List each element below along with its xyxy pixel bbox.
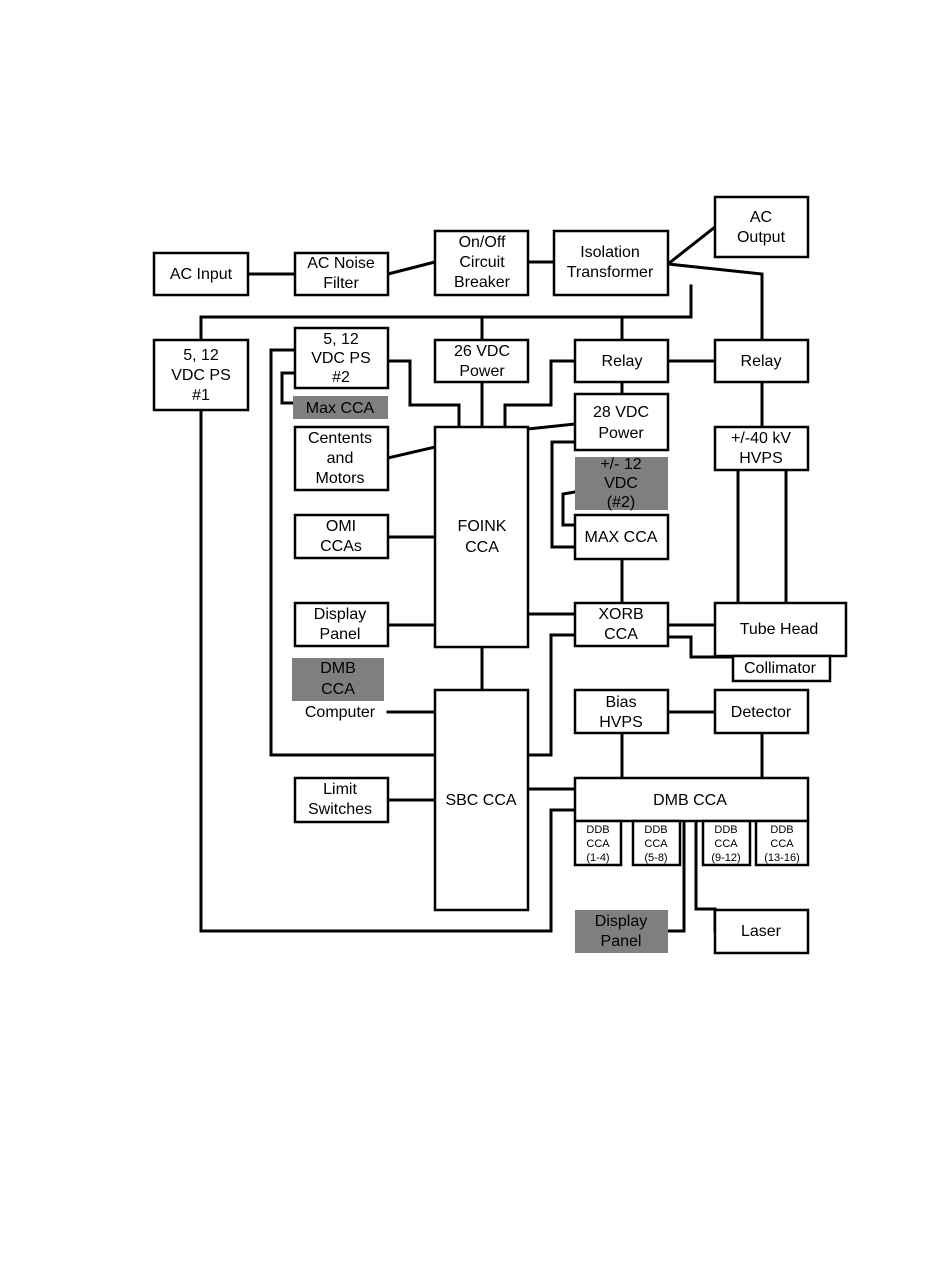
omi-box — [293, 513, 390, 560]
sbc-box — [433, 688, 530, 912]
wire-computer-bus-left — [269, 348, 437, 757]
ddb1-box — [573, 819, 623, 867]
collimator-box — [731, 654, 832, 683]
pm12-gray-box — [575, 457, 668, 510]
limit-switches-box — [293, 776, 390, 824]
relay2-box — [713, 338, 810, 384]
detector-box — [713, 688, 810, 735]
on-off-breaker-box — [433, 229, 530, 297]
wire-ps1-dmb — [199, 408, 577, 933]
detector-label: Detector — [731, 704, 792, 721]
vdc28-box — [573, 392, 670, 452]
ps2-box — [293, 326, 390, 390]
collimator-label: Collimator — [744, 660, 817, 677]
wire-ps2-foink — [386, 359, 461, 429]
wire-transformer-acoutput — [665, 224, 718, 267]
centents-box — [293, 425, 390, 492]
computer-label: Computer — [305, 704, 376, 721]
laser-box — [713, 908, 810, 955]
xorb-box — [573, 601, 670, 648]
wire-xorb-sbc — [526, 633, 577, 757]
foink-box — [433, 425, 530, 649]
wire-28vdc-foink — [526, 422, 577, 431]
ddb2-box — [631, 819, 682, 867]
ac-output-box — [713, 195, 810, 259]
sbc-label: SBC CCA — [445, 792, 516, 809]
tube-head-box — [713, 601, 848, 658]
wire-dmb-display2 — [666, 819, 686, 933]
ddb4-box — [754, 819, 810, 867]
blocks — [152, 195, 848, 955]
ac-input-box — [152, 251, 250, 297]
relay1-label: Relay — [602, 353, 643, 370]
wire-28vdc-maxcca — [550, 440, 577, 549]
ps1-box — [152, 338, 250, 412]
display-panel1-box — [293, 601, 390, 648]
laser-label: Laser — [741, 923, 782, 940]
dmb-box — [573, 776, 810, 823]
wire-xorb-collimator — [666, 635, 735, 659]
wire-filter-breaker — [386, 260, 437, 276]
wire-centents-foink — [386, 445, 437, 460]
wire-ps2-maxcca-loop — [280, 371, 297, 405]
relay2-label: Relay — [741, 353, 782, 370]
tube-head-label: Tube Head — [740, 621, 819, 638]
hvps40-box — [713, 425, 810, 472]
relay1-box — [573, 338, 670, 384]
ac-input-label: AC Input — [170, 266, 233, 283]
max-cca-label: MAX CCA — [585, 529, 658, 546]
ac-noise-filter-box — [293, 251, 390, 297]
max-cca-gray-box — [293, 396, 388, 419]
max-cca-box — [573, 513, 670, 561]
wire-main-bus — [199, 284, 693, 342]
vdc26-box — [433, 338, 530, 384]
isolation-transformer-box — [552, 229, 670, 297]
wire-relay1-foink — [503, 359, 577, 429]
display-panel2-gray-box — [575, 910, 668, 953]
bias-hvps-box — [573, 688, 670, 735]
max-cca-gray-label: Max CCA — [306, 400, 375, 417]
wire-transformer-relay2 — [666, 262, 764, 342]
dmb-gray-box — [292, 658, 384, 701]
ddb3-box — [701, 819, 752, 867]
dmb-label: DMB CCA — [653, 792, 727, 809]
